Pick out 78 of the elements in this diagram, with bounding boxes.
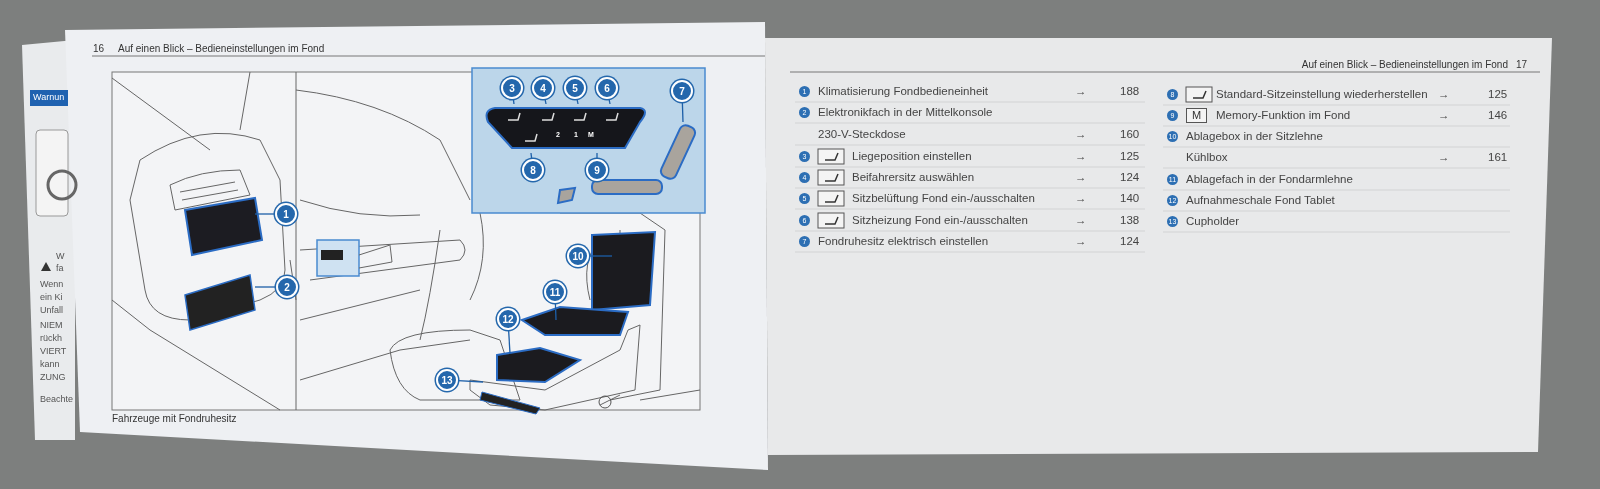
list-text: Fondruhesitz elektrisch einstellen	[818, 236, 989, 248]
text-fragment: Beachte	[40, 395, 74, 404]
figure-caption: Fahrzeuge mit Fondruhesitz	[112, 414, 237, 424]
list-text: 138	[1120, 215, 1140, 227]
leader-line	[588, 255, 613, 257]
text-fragment: W	[56, 252, 65, 261]
list-text: Kühlbox	[1186, 152, 1228, 164]
callout-number: 10	[567, 245, 589, 267]
list-text: 161	[1488, 152, 1508, 164]
list-text: Cupholder	[1186, 216, 1240, 228]
text-fragment: Warnun	[33, 93, 65, 102]
leader-line	[512, 98, 515, 105]
list-text: 124	[1120, 236, 1140, 248]
callout-number: 9	[586, 159, 608, 181]
text-fragment: ZUNG	[40, 373, 66, 382]
list-text: Beifahrersitz auswählen	[852, 172, 975, 184]
leader-line	[681, 101, 684, 123]
list-text: 125	[1120, 151, 1140, 163]
list-text: →	[1075, 172, 1087, 184]
leader-line	[544, 98, 547, 105]
list-text: →	[1075, 86, 1087, 98]
list-text: →	[1075, 193, 1087, 205]
text-fragment: kann	[40, 360, 60, 369]
callout-number: 1	[275, 203, 297, 225]
list-text: →	[1075, 151, 1087, 163]
leader-line	[576, 98, 579, 105]
list-text: 188	[1120, 86, 1140, 98]
page-header: Auf einen Blick – Bedieneinstellungen im Fond	[118, 44, 325, 54]
list-text: 125	[1488, 89, 1508, 101]
callout-number: 2	[276, 276, 298, 298]
text-fragment: fa	[56, 264, 64, 273]
memory-key-label: M	[1186, 108, 1208, 123]
list-text: Standard-Sitzeinstellung wiederherstellen	[1216, 89, 1428, 101]
list-text: 160	[1120, 129, 1140, 141]
list-text: 230-V-Steckdose	[818, 129, 906, 141]
list-text: Ablagebox in der Sitzlehne	[1186, 131, 1323, 143]
text-fragment: Wenn	[40, 280, 64, 289]
list-text: →	[1438, 110, 1450, 122]
text-fragment: NIEM	[40, 321, 63, 330]
leader-line	[530, 152, 533, 160]
callout-number: 4	[532, 77, 554, 99]
list-text: →	[1075, 236, 1087, 248]
list-text: Liegeposition einstellen	[852, 151, 972, 163]
list-text: Sitzbelüftung Fond ein-/ausschalten	[852, 193, 1035, 205]
page-header: 16	[93, 44, 105, 54]
leader-line	[254, 286, 277, 288]
callout-number: 7	[671, 80, 693, 102]
list-text: Aufnahmeschale Fond Tablet	[1186, 195, 1335, 207]
list-text: →	[1438, 152, 1450, 164]
callout-number: 12	[497, 308, 519, 330]
callout-number: 6	[596, 77, 618, 99]
list-text: Ablagefach in der Fondarmlehne	[1186, 174, 1353, 186]
callout-number: 13	[436, 369, 458, 391]
leader-line	[254, 213, 276, 215]
list-text: Klimatisierung Fondbedieneinheit	[818, 86, 989, 98]
list-text: Memory-Funktion im Fond	[1216, 110, 1351, 122]
leader-line	[608, 98, 611, 105]
list-text: →	[1075, 215, 1087, 227]
callout-number: 5	[564, 77, 586, 99]
leader-line	[508, 329, 511, 355]
list-text: 140	[1120, 193, 1140, 205]
callout-number: 8	[522, 159, 544, 181]
list-text: Elektronikfach in der Mittelkonsole	[818, 107, 993, 119]
text-fragment: rückh	[40, 334, 62, 343]
callout-number: 3	[501, 77, 523, 99]
list-text: Sitzheizung Fond ein-/ausschalten	[852, 215, 1028, 227]
list-text: →	[1075, 129, 1087, 141]
leader-line	[596, 152, 598, 160]
page-header: 17	[1516, 60, 1528, 70]
list-text: →	[1438, 89, 1450, 101]
leader-line	[457, 379, 484, 383]
page-header: Auf einen Blick – Bedieneinstellungen im Fond	[1301, 60, 1508, 70]
list-text: 124	[1120, 172, 1140, 184]
text-fragment: ein Ki	[40, 293, 63, 302]
list-text: 146	[1488, 110, 1508, 122]
text-fragment: VIERT	[40, 347, 67, 356]
text-fragment: Unfall	[40, 306, 63, 315]
callout-number: 11	[544, 281, 566, 303]
